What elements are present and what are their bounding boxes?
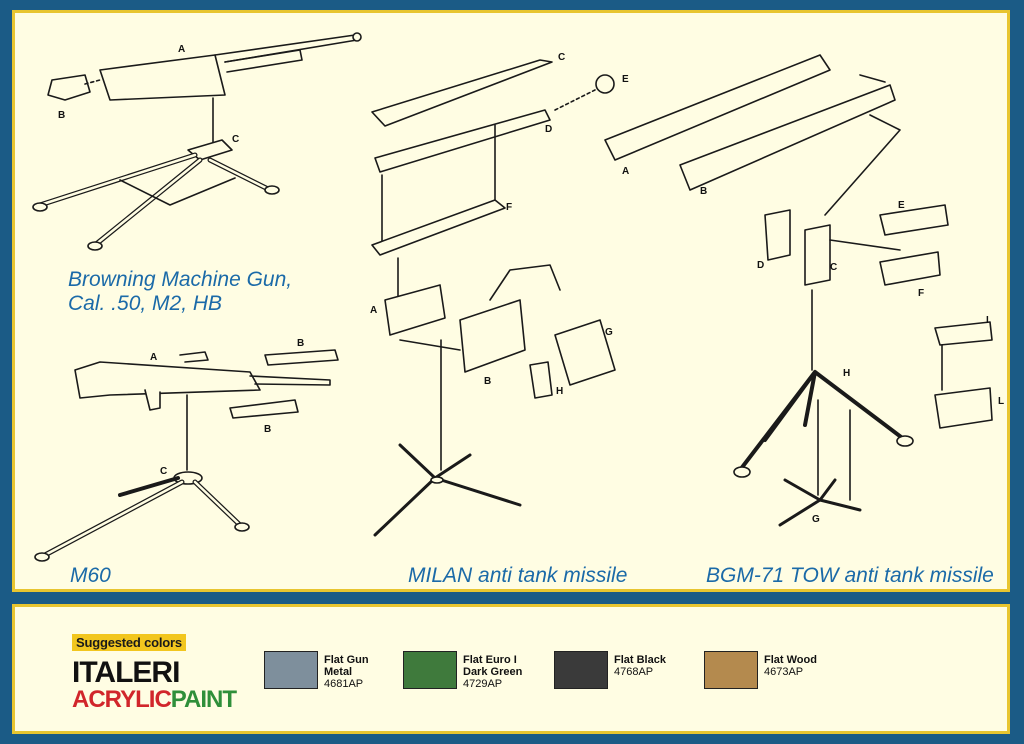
m60-label-c: C <box>160 466 167 477</box>
milan-label-h: H <box>556 386 563 397</box>
colors-panel <box>12 604 1010 734</box>
exploded-drawings: A B C A B B C <box>32 32 1004 562</box>
milan-label-f: F <box>506 202 512 213</box>
browning-label-b: B <box>58 110 65 121</box>
tow-label-b: B <box>700 186 707 197</box>
milan-label-a: A <box>370 305 377 316</box>
swatch-name-1a: Flat Gun <box>324 654 369 666</box>
milan-label-c: C <box>558 52 565 63</box>
brand-acrylic: ACRYLIC <box>72 686 172 713</box>
caption-m60: M60 <box>70 564 111 587</box>
browning-label-a: A <box>178 44 185 55</box>
browning-label-c: C <box>232 134 239 145</box>
swatch-flat-wood <box>704 651 758 689</box>
m60-label-b-bottom: B <box>264 424 271 435</box>
milan-label-b: B <box>484 376 491 387</box>
swatch-label-flat-wood: Flat Wood 4673AP <box>764 654 817 678</box>
swatch-name-2b: Dark Green <box>463 666 523 678</box>
swatch-name-1b: Metal <box>324 666 353 678</box>
swatch-flat-gun-metal <box>264 651 318 689</box>
caption-browning: Browning Machine Gun, Cal. .50, M2, HB <box>68 268 292 316</box>
swatch-code-1: 4681AP <box>324 678 364 690</box>
m60-drawing: A B B C <box>34 338 339 562</box>
caption-tow: BGM-71 TOW anti tank missile <box>706 564 994 587</box>
tow-drawing: A B E D C F I H L G <box>604 54 1004 527</box>
swatch-flat-black <box>554 651 608 689</box>
swatch-label-flat-euro-dark-green: Flat Euro I Dark Green 4729AP <box>463 654 522 690</box>
brand-subtitle: ACRYLICPAINT <box>72 686 237 713</box>
caption-browning-line1: Browning Machine Gun, <box>68 268 293 291</box>
tow-label-h: H <box>843 368 850 379</box>
swatch-code-2: 4729AP <box>463 678 503 690</box>
milan-label-d: D <box>545 124 552 135</box>
brand-paint: PAINT <box>170 686 237 713</box>
caption-milan: MILAN anti tank missile <box>408 564 628 587</box>
m60-label-b-top: B <box>297 338 304 349</box>
swatch-code-4: 4673AP <box>764 666 804 678</box>
browning-m2-drawing: A B C <box>32 32 362 251</box>
m60-label-a: A <box>150 352 157 363</box>
brand-name: ITALERI <box>72 656 180 689</box>
tow-label-d: D <box>757 260 764 271</box>
tow-label-l: L <box>998 396 1004 407</box>
swatch-flat-euro-dark-green <box>403 651 457 689</box>
swatch-name-2a: Flat Euro I <box>463 654 517 666</box>
swatch-code-3: 4768AP <box>614 666 654 678</box>
milan-drawing: C E D F A G B H <box>370 52 629 537</box>
tow-label-f: F <box>918 288 924 299</box>
tow-label-i: I <box>986 315 989 326</box>
tow-label-c: C <box>830 262 837 273</box>
brand-block: Suggested colors ITALERI ACRYLICPAINT <box>72 634 237 713</box>
tow-label-e: E <box>898 200 905 211</box>
milan-label-e: E <box>622 74 629 85</box>
suggested-colors-label: Suggested colors <box>72 634 186 651</box>
tow-label-g: G <box>812 514 820 525</box>
milan-label-g: G <box>605 327 613 338</box>
tow-label-a: A <box>622 166 629 177</box>
swatch-label-flat-black: Flat Black 4768AP <box>614 654 666 678</box>
swatch-name-4a: Flat Wood <box>764 654 817 666</box>
caption-browning-line2: Cal. .50, M2, HB <box>68 292 223 315</box>
swatch-name-3a: Flat Black <box>614 654 666 666</box>
swatch-label-flat-gun-metal: Flat Gun Metal 4681AP <box>324 654 369 690</box>
